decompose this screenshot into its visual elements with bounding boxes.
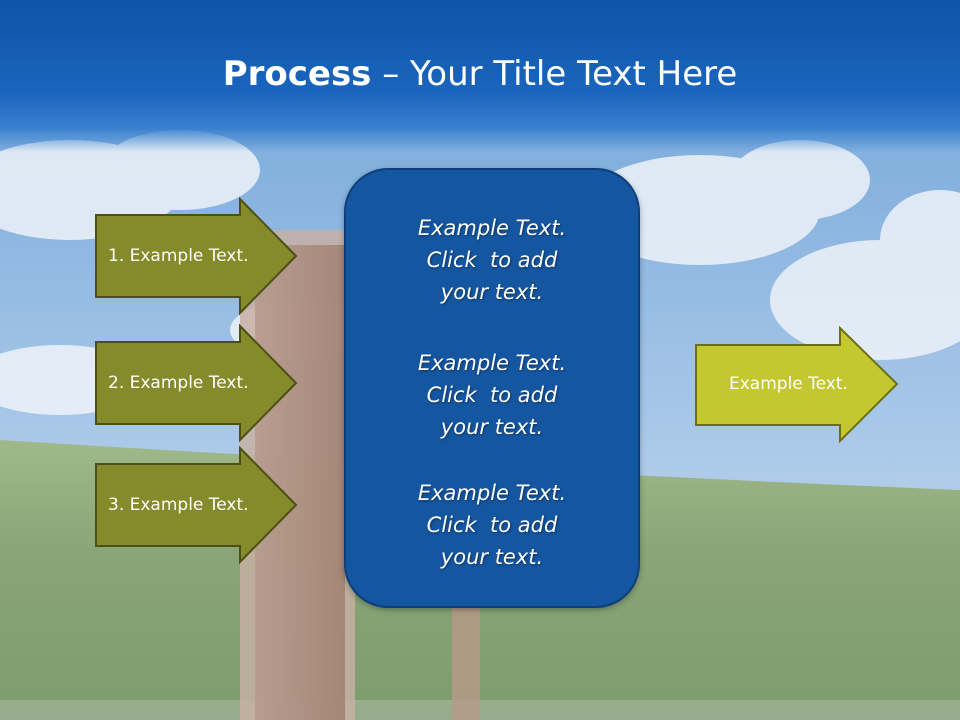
right-arrow[interactable] — [695, 325, 899, 444]
center-text-block-1[interactable]: Example Text. Click to add your text. — [344, 212, 640, 308]
left-arrow-label-1: 1. Example Text. — [108, 246, 249, 266]
title-bold: Process — [222, 54, 372, 94]
center-text-block-2[interactable]: Example Text. Click to add your text. — [344, 347, 640, 443]
center-block-3-line-3: your text. — [440, 545, 544, 569]
right-arrow-label: Example Text. — [729, 374, 848, 394]
left-arrow-label-2: 2. Example Text. — [108, 373, 249, 393]
center-block-2-line-1: Example Text. — [417, 351, 567, 375]
center-text-box[interactable] — [344, 168, 640, 608]
center-block-3-line-2: Click to add — [426, 513, 558, 537]
slide-title[interactable]: Process – Your Title Text Here — [0, 52, 960, 96]
center-block-1-line-2: Click to add — [426, 248, 558, 272]
center-block-2-line-3: your text. — [440, 415, 544, 439]
center-block-2-line-2: Click to add — [426, 383, 558, 407]
center-block-3-line-1: Example Text. — [417, 481, 567, 505]
left-arrow-2[interactable] — [95, 323, 298, 443]
center-text-block-3[interactable]: Example Text. Click to add your text. — [344, 477, 640, 573]
left-arrow-label-3: 3. Example Text. — [108, 495, 249, 515]
title-bar — [0, 0, 960, 152]
title-rest: – Your Title Text Here — [371, 54, 738, 94]
center-block-1-line-3: your text. — [440, 280, 544, 304]
left-arrow-1[interactable] — [95, 196, 298, 316]
left-arrow-3[interactable] — [95, 445, 298, 565]
center-block-1-line-1: Example Text. — [417, 216, 567, 240]
